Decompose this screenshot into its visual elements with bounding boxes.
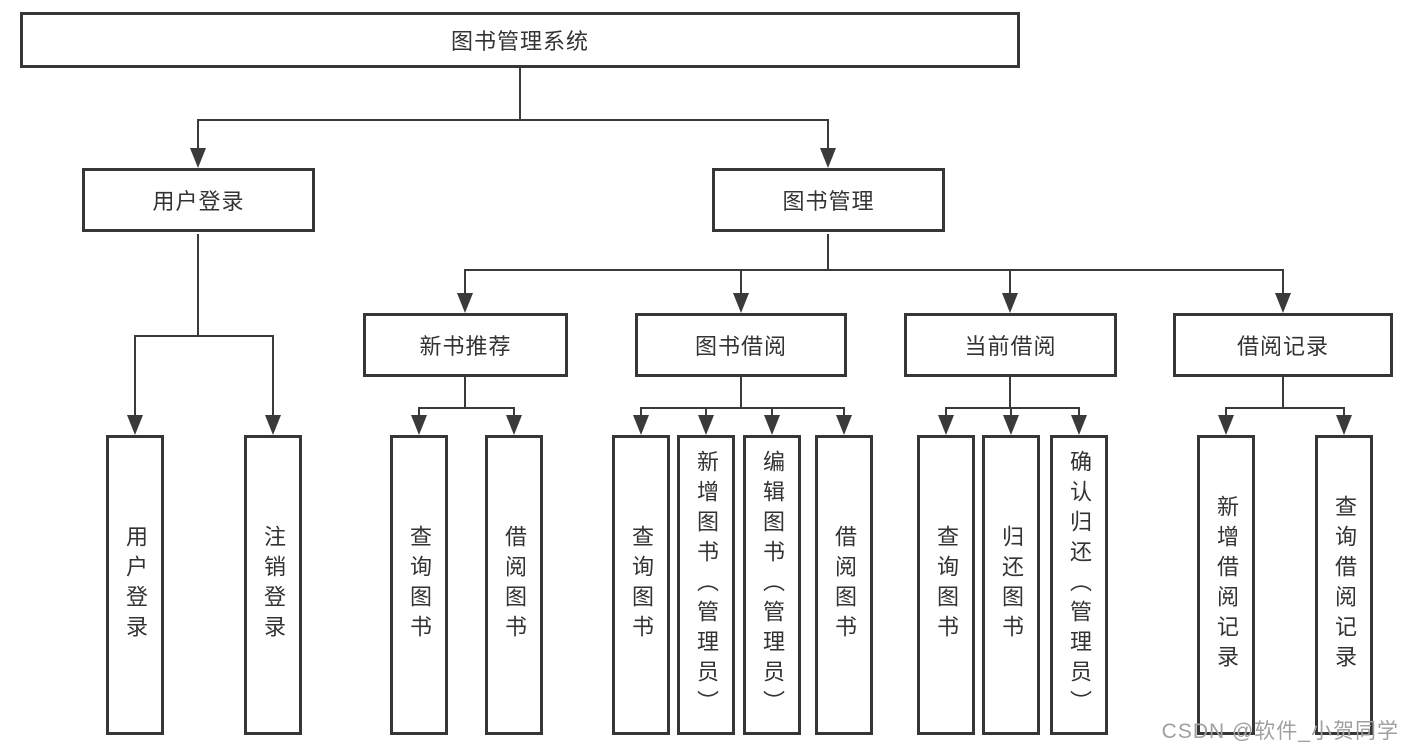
connector-line <box>1225 407 1345 409</box>
leaf-edit-books-admin: 编辑图书（管理员） <box>743 435 801 735</box>
arrow-down-icon <box>190 148 206 168</box>
connector-line <box>519 68 521 120</box>
arrow-down-icon <box>265 415 281 435</box>
connector-line <box>945 409 947 417</box>
leaf-label: 查询借阅记录 <box>1332 495 1357 675</box>
connector-line <box>843 409 845 417</box>
arrow-down-icon <box>411 415 427 435</box>
connector-line <box>740 271 742 295</box>
node-label: 图书管理系统 <box>450 29 589 54</box>
connector-line <box>827 234 829 270</box>
connector-line <box>134 337 136 416</box>
leaf-logout: 注销登录 <box>244 435 302 735</box>
leaf-label: 借阅图书 <box>832 525 857 645</box>
leaf-query-books-recommend: 查询图书 <box>390 435 448 735</box>
node-label: 当前借阅 <box>964 334 1057 359</box>
node-book-borrow: 图书借阅 <box>635 313 847 377</box>
leaf-borrow-books-recommend: 借阅图书 <box>485 435 543 735</box>
arrow-down-icon <box>1218 415 1234 435</box>
leaf-label: 查询图书 <box>407 525 432 645</box>
node-user-login: 用户登录 <box>82 168 315 232</box>
node-label: 借阅记录 <box>1236 334 1329 359</box>
connector-line <box>945 407 1080 409</box>
leaf-confirm-return-admin: 确认归还（管理员） <box>1050 435 1108 735</box>
arrow-down-icon <box>1003 415 1019 435</box>
arrow-down-icon <box>698 415 714 435</box>
node-label: 图书借阅 <box>694 334 787 359</box>
leaf-query-borrow-record: 查询借阅记录 <box>1315 435 1373 735</box>
connector-line <box>1009 377 1011 408</box>
leaf-borrow-books: 借阅图书 <box>815 435 873 735</box>
leaf-query-books-current: 查询图书 <box>917 435 975 735</box>
connector-line <box>640 409 642 417</box>
arrow-down-icon <box>1336 415 1352 435</box>
connector-line <box>1343 409 1345 417</box>
node-current-borrow: 当前借阅 <box>904 313 1117 377</box>
node-new-book-recommend: 新书推荐 <box>363 313 568 377</box>
connector-line <box>705 409 707 417</box>
arrow-down-icon <box>820 148 836 168</box>
leaf-label: 编辑图书（管理员） <box>760 450 785 720</box>
connector-line <box>740 377 742 408</box>
connector-line <box>464 377 466 408</box>
node-label: 图书管理 <box>782 189 875 214</box>
node-label: 新书推荐 <box>419 334 512 359</box>
node-label: 用户登录 <box>152 189 245 214</box>
arrow-down-icon <box>127 415 143 435</box>
arrow-down-icon <box>836 415 852 435</box>
leaf-label: 新增图书（管理员） <box>694 450 719 720</box>
connector-line <box>1078 409 1080 417</box>
leaf-user-login: 用户登录 <box>106 435 164 735</box>
node-book-management: 图书管理 <box>712 168 945 232</box>
arrow-down-icon <box>457 293 473 313</box>
csdn-watermark: CSDN @软件_小贺同学 <box>1161 720 1399 743</box>
leaf-label: 借阅图书 <box>502 525 527 645</box>
node-borrow-records: 借阅记录 <box>1173 313 1393 377</box>
arrow-down-icon <box>764 415 780 435</box>
connector-line <box>1009 271 1011 295</box>
connector-line <box>1010 409 1012 417</box>
arrow-down-icon <box>1002 293 1018 313</box>
leaf-add-borrow-record: 新增借阅记录 <box>1197 435 1255 735</box>
leaf-label: 新增借阅记录 <box>1214 495 1239 675</box>
arrow-down-icon <box>938 415 954 435</box>
connector-line <box>134 335 274 337</box>
leaf-return-books: 归还图书 <box>982 435 1040 735</box>
connector-line <box>640 407 845 409</box>
connector-line <box>464 271 466 295</box>
connector-line <box>827 121 829 149</box>
connector-line <box>1282 377 1284 408</box>
leaf-label: 用户登录 <box>123 525 148 645</box>
connector-line <box>197 121 199 149</box>
arrow-down-icon <box>633 415 649 435</box>
connector-line <box>272 337 274 416</box>
leaf-label: 注销登录 <box>261 525 286 645</box>
leaf-label: 确认归还（管理员） <box>1067 450 1092 720</box>
connector-line <box>513 409 515 417</box>
connector-line <box>1282 271 1284 295</box>
leaf-label: 归还图书 <box>999 525 1024 645</box>
leaf-add-books-admin: 新增图书（管理员） <box>677 435 735 735</box>
connector-line <box>464 269 1284 271</box>
arrow-down-icon <box>1275 293 1291 313</box>
connector-line <box>418 407 515 409</box>
arrow-down-icon <box>1071 415 1087 435</box>
leaf-label: 查询图书 <box>934 525 959 645</box>
connector-line <box>197 234 199 336</box>
connector-line <box>418 409 420 417</box>
arrow-down-icon <box>733 293 749 313</box>
leaf-label: 查询图书 <box>629 525 654 645</box>
leaf-query-books-borrow: 查询图书 <box>612 435 670 735</box>
arrow-down-icon <box>506 415 522 435</box>
node-root-library-system: 图书管理系统 <box>20 12 1020 68</box>
connector-line <box>771 409 773 417</box>
connector-line <box>197 119 829 121</box>
connector-line <box>1225 409 1227 417</box>
